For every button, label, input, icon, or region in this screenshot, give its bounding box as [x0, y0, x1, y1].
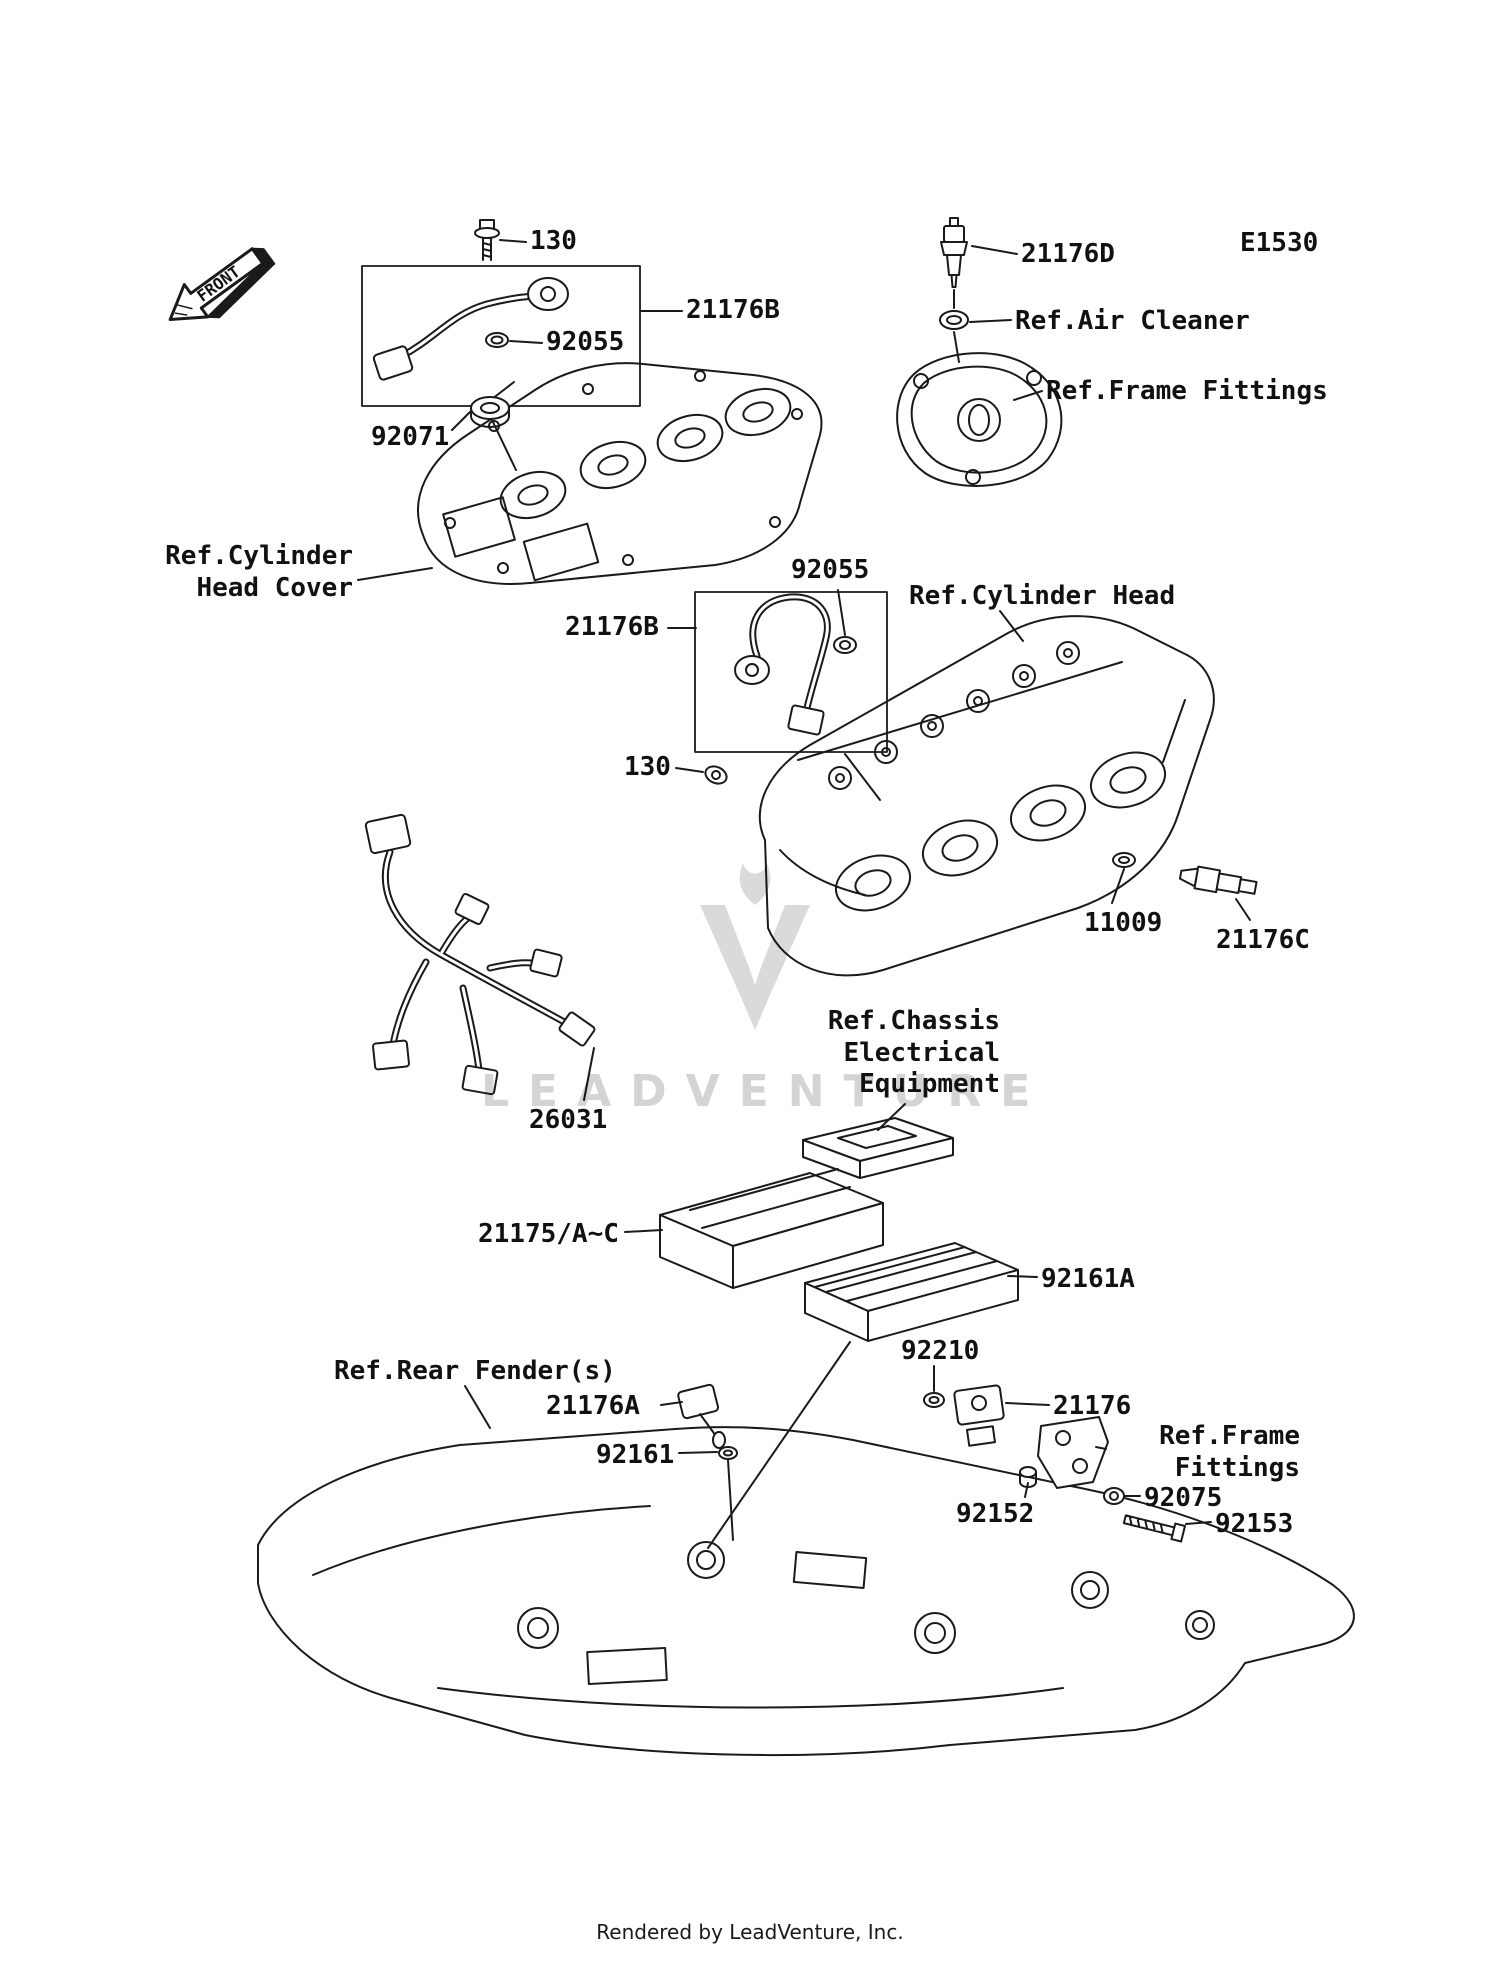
- grommet-92071-drawing: [470, 381, 517, 471]
- harness-26031-drawing: [364, 813, 596, 1096]
- part-label-92161a: 92161A: [1041, 1264, 1135, 1294]
- leadventure-text-watermark: LEADVENTURE: [481, 1066, 1050, 1117]
- sensor-21176-drawing: [953, 1384, 1005, 1447]
- part-label-92075: 92075: [1144, 1483, 1223, 1513]
- part-label-92055-mid: 92055: [791, 555, 870, 585]
- mid-box-to-head-line: [844, 753, 881, 801]
- ref-label-rear-fender: Ref.Rear Fender(s): [334, 1356, 616, 1386]
- part-label-21176b-mid: 21176B: [565, 612, 659, 642]
- sensor-21176b-mid-drawing: [734, 593, 857, 736]
- nut-92210-drawing: [923, 1392, 945, 1408]
- part-label-21176a: 21176A: [546, 1391, 640, 1421]
- ref-label-cylinder-head: Ref.Cylinder Head: [909, 581, 1176, 611]
- diagram-code: E1530: [1240, 228, 1319, 258]
- assembly-box-mid: [694, 591, 888, 753]
- air-cleaner-ring-drawing: [939, 289, 969, 363]
- rear-fender-drawing: [257, 1426, 1355, 1757]
- bolt-92153-drawing: [1122, 1514, 1186, 1543]
- sensor-21176a-drawing: [677, 1383, 726, 1449]
- washer-11009-drawing: [1112, 852, 1136, 868]
- part-label-21175-ac: 21175/A~C: [478, 1219, 619, 1249]
- part-label-130-top: 130: [530, 226, 577, 256]
- part-label-21176: 21176: [1053, 1391, 1132, 1421]
- frame-fitting-flange-drawing: [896, 352, 1063, 487]
- part-label-21176c: 21176C: [1216, 925, 1310, 955]
- ref-label-air-cleaner: Ref.Air Cleaner: [1015, 306, 1250, 336]
- part-label-92055-top: 92055: [546, 327, 625, 357]
- bolt-130-mid-drawing: [704, 765, 728, 785]
- sensor-21176c-drawing: [1178, 865, 1258, 895]
- leader-lines: [357, 239, 1251, 1549]
- render-credit: Rendered by LeadVenture, Inc.: [596, 1920, 904, 1944]
- sensor-21176d-drawing: [940, 217, 968, 288]
- ecu-stack-drawing: [659, 1117, 1019, 1342]
- damper-92161-drawing: [718, 1446, 738, 1460]
- bracket-frame-fitting-drawing: [1037, 1416, 1109, 1489]
- ref-label-frame-fittings-top: Ref.Frame Fittings: [1046, 376, 1328, 406]
- part-label-92210: 92210: [901, 1336, 980, 1366]
- part-label-26031: 26031: [529, 1105, 608, 1135]
- ref-label-cylinder-head-cover: Ref.Cylinder Head Cover: [165, 541, 353, 603]
- part-label-21176b-top: 21176B: [686, 295, 780, 325]
- cylinder-head-drawing: [758, 615, 1215, 977]
- part-label-130-mid: 130: [624, 752, 671, 782]
- part-label-92152: 92152: [956, 1499, 1035, 1529]
- front-arrow: FRONT: [168, 247, 276, 322]
- part-label-92153: 92153: [1215, 1509, 1294, 1539]
- part-label-11009: 11009: [1084, 908, 1163, 938]
- part-label-92161: 92161: [596, 1440, 675, 1470]
- bolt-130-top-drawing: [474, 219, 500, 261]
- leadventure-logo-watermark: [700, 863, 810, 1030]
- bush-92152-drawing: [1019, 1466, 1037, 1488]
- cylinder-head-cover-drawing: [417, 362, 823, 585]
- part-label-92071: 92071: [371, 422, 450, 452]
- part-label-21176d: 21176D: [1021, 239, 1115, 269]
- sensor-21176b-top-drawing: [372, 277, 569, 381]
- ref-label-chassis-electrical: Ref.Chassis Electrical Equipment: [827, 1006, 1000, 1100]
- ref-label-frame-fittings-bottom: Ref.Frame Fittings: [1159, 1421, 1300, 1483]
- collar-92075-drawing: [1103, 1487, 1125, 1505]
